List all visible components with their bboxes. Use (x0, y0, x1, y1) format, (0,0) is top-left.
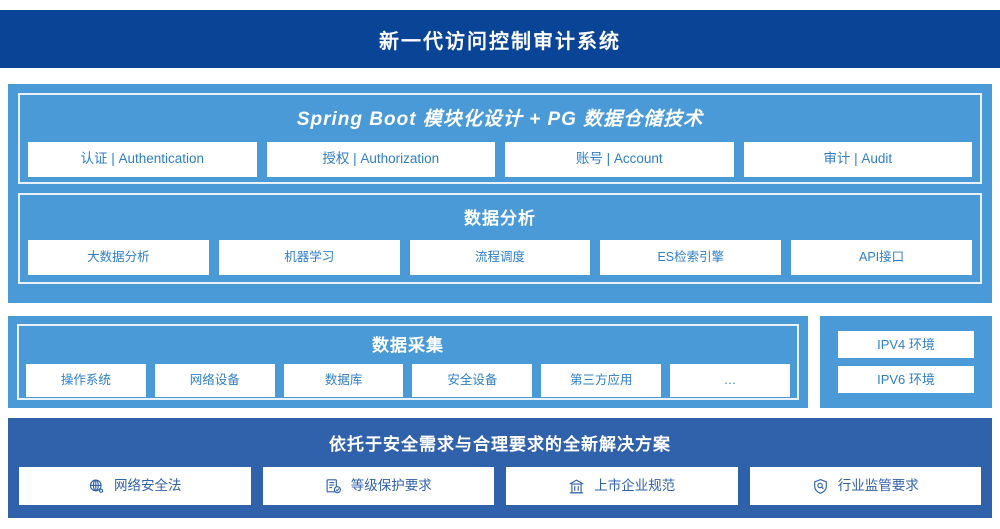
chip-more-ellipsis[interactable]: … (670, 364, 790, 397)
chip-api-interface[interactable]: API接口 (791, 240, 972, 275)
chip-cybersecurity-law-label: 网络安全法 (114, 477, 182, 493)
spring-boot-group: Spring Boot 模块化设计 + PG 数据仓储技术 认证 | Authe… (18, 93, 982, 184)
data-collection-group: 数据采集 操作系统 网络设备 数据库 安全设备 第三方应用 … (17, 324, 799, 400)
spring-boot-group-title: Spring Boot 模块化设计 + PG 数据仓储技术 (296, 109, 704, 130)
data-collection-chip-row: 操作系统 网络设备 数据库 安全设备 第三方应用 … (19, 364, 797, 397)
data-analysis-group-title: 数据分析 (464, 209, 536, 228)
platform-stack-section: Spring Boot 模块化设计 + PG 数据仓储技术 认证 | Authe… (8, 84, 992, 303)
chip-database[interactable]: 数据库 (283, 364, 404, 397)
shield-search-icon (812, 478, 829, 495)
bank-building-icon (568, 478, 585, 495)
chip-es-search-engine[interactable]: ES检索引擎 (600, 240, 782, 275)
chip-security-device[interactable]: 安全设备 (412, 364, 533, 397)
chip-big-data-analysis[interactable]: 大数据分析 (28, 240, 209, 275)
chip-cybersecurity-law[interactable]: 网络安全法 (19, 467, 251, 505)
chip-operating-system[interactable]: 操作系统 (26, 364, 146, 397)
chip-third-party-application[interactable]: 第三方应用 (541, 364, 662, 397)
chip-audit[interactable]: 审计 | Audit (743, 142, 972, 177)
ip-environment-group: IPV4 环境 IPV6 环境 (829, 324, 983, 400)
chip-ipv4-environment[interactable]: IPV4 环境 (838, 331, 974, 358)
ip-environment-section: IPV4 环境 IPV6 环境 (820, 316, 992, 408)
page-title: 新一代访问控制审计系统 (379, 30, 621, 53)
chip-process-scheduling[interactable]: 流程调度 (409, 240, 591, 275)
chip-industry-supervision-label: 行业监管要求 (837, 477, 919, 493)
data-collection-section: 数据采集 操作系统 网络设备 数据库 安全设备 第三方应用 … (8, 316, 808, 408)
data-analysis-group: 数据分析 大数据分析 机器学习 流程调度 ES检索引擎 API接口 (18, 193, 982, 284)
chip-listed-enterprise-norms[interactable]: 上市企业规范 (506, 467, 738, 505)
compliance-section: 依托于安全需求与合理要求的全新解决方案 网络安全法 (8, 418, 992, 518)
chip-ipv6-environment[interactable]: IPV6 环境 (838, 366, 974, 393)
data-analysis-chip-row: 大数据分析 机器学习 流程调度 ES检索引擎 API接口 (20, 240, 980, 275)
chip-listed-enterprise-norms-label: 上市企业规范 (594, 477, 676, 493)
document-check-icon (325, 478, 342, 495)
chip-authentication[interactable]: 认证 | Authentication (28, 142, 257, 177)
chip-network-device[interactable]: 网络设备 (154, 364, 275, 397)
page-header: 新一代访问控制审计系统 (0, 10, 1000, 68)
globe-icon (88, 478, 105, 495)
chip-classified-protection[interactable]: 等级保护要求 (262, 467, 494, 505)
spring-boot-chip-row: 认证 | Authentication 授权 | Authorization 账… (20, 142, 980, 177)
chip-classified-protection-label: 等级保护要求 (350, 477, 432, 493)
compliance-group-title: 依托于安全需求与合理要求的全新解决方案 (329, 435, 671, 454)
chip-machine-learning[interactable]: 机器学习 (218, 240, 400, 275)
chip-account[interactable]: 账号 | Account (505, 142, 734, 177)
compliance-group: 依托于安全需求与合理要求的全新解决方案 网络安全法 (17, 426, 983, 510)
chip-authorization[interactable]: 授权 | Authorization (266, 142, 495, 177)
data-collection-group-title: 数据采集 (372, 336, 444, 355)
chip-industry-supervision[interactable]: 行业监管要求 (749, 467, 981, 505)
compliance-chip-row: 网络安全法 等级保护要求 (17, 467, 983, 505)
